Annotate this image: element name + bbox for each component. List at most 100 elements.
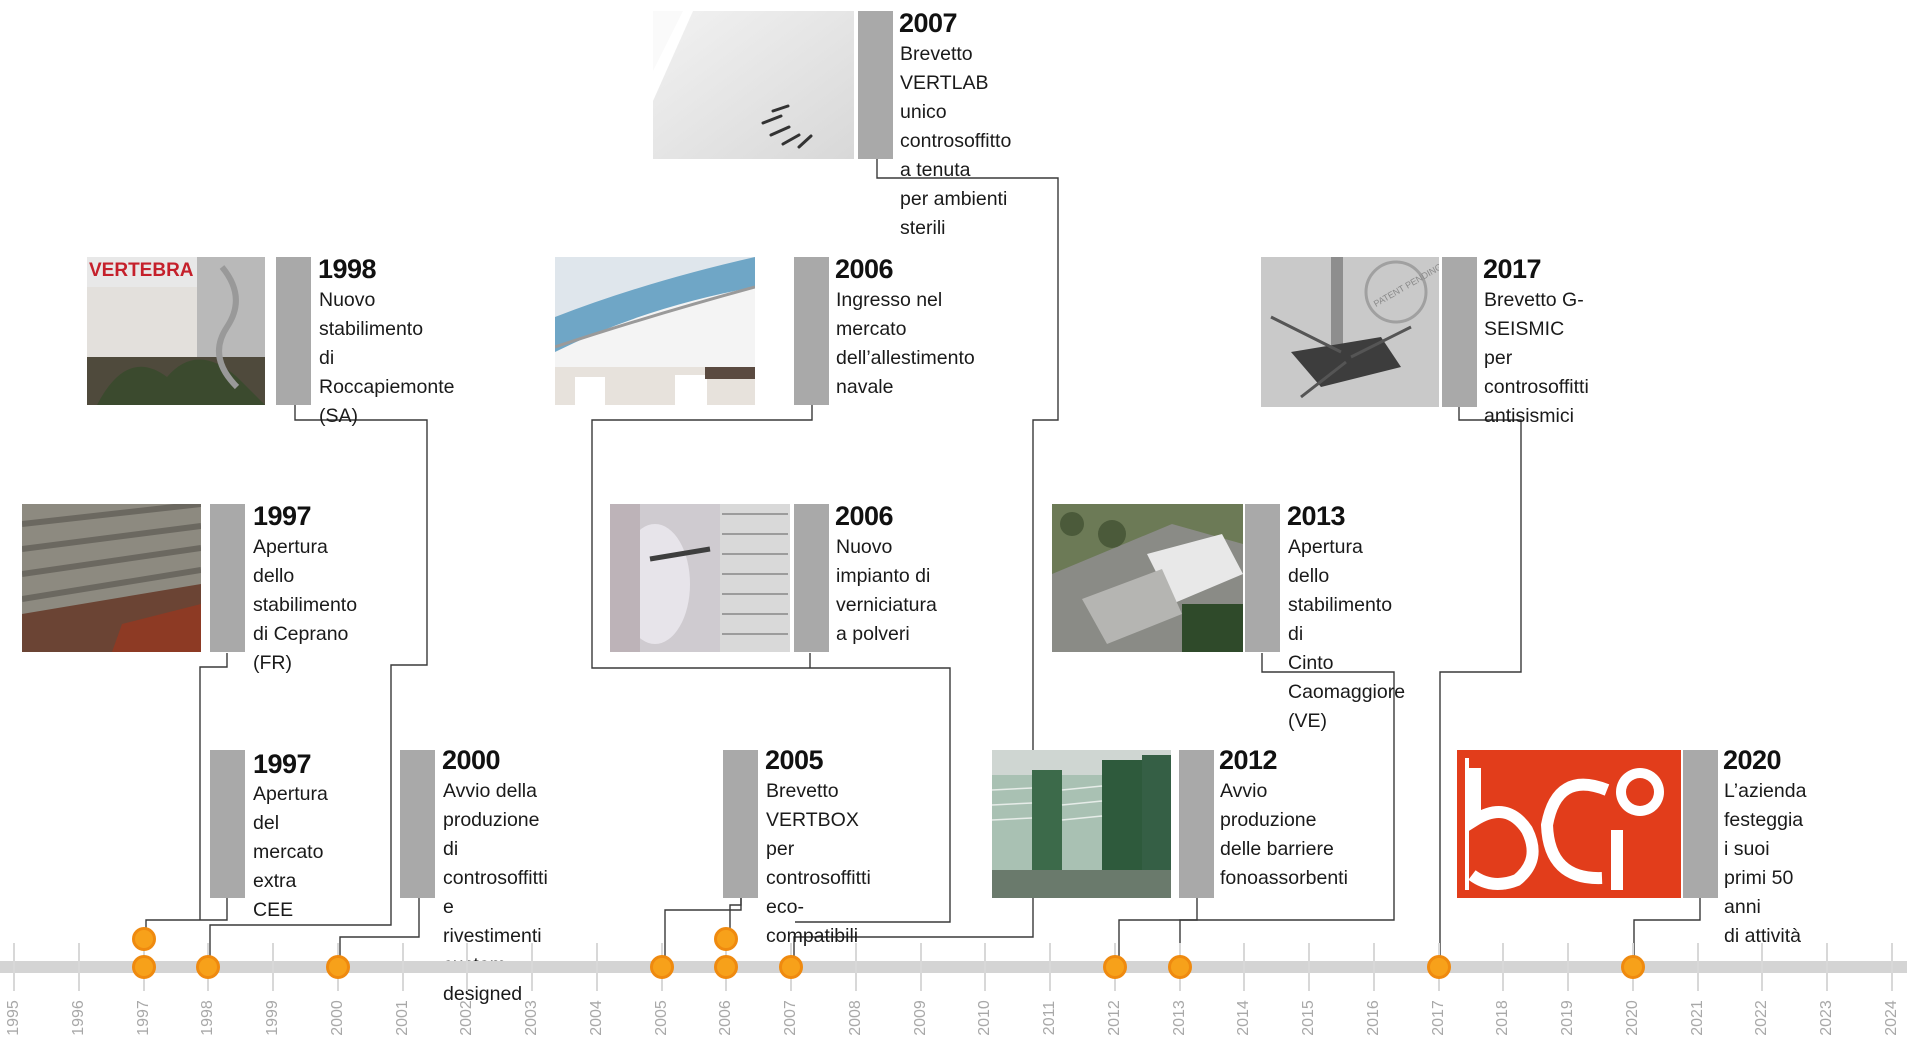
vertebra-building-image: VERTEBRA (87, 257, 265, 405)
axis-tick-2010 (984, 943, 987, 991)
axis-label-2017: 2017 (1429, 1000, 1447, 1036)
year-bar (794, 504, 829, 652)
year-bar (858, 11, 893, 159)
axis-label-2016: 2016 (1364, 1000, 1382, 1036)
axis-label-2004: 2004 (587, 1000, 605, 1036)
cleanroom-ceiling-image (653, 11, 854, 159)
connector-anni50 (1633, 898, 1701, 962)
axis-label-1999: 1999 (264, 1000, 281, 1036)
event-description: Brevetto VERTLAB unico controsoffitto a … (900, 43, 1012, 239)
axis-tick-2024 (1890, 943, 1893, 991)
axis-label-2010: 2010 (976, 1000, 994, 1036)
axis-label-2011: 2011 (1041, 1000, 1058, 1036)
event-year: 2007 (899, 8, 958, 38)
year-bar (400, 750, 435, 898)
event-description: Brevetto G-SEISMIC per controsoffitti an… (1484, 289, 1589, 427)
axis-tick-2021 (1696, 943, 1699, 991)
year-bar (1245, 504, 1280, 652)
axis-label-2005: 2005 (652, 1000, 670, 1036)
connector-roccapiemonte (209, 405, 428, 962)
year-bar (1683, 750, 1718, 898)
axis-label-2007: 2007 (782, 1000, 799, 1036)
year-bar (210, 750, 245, 898)
axis-label-1997: 1997 (134, 1000, 152, 1036)
ship-deck-image (555, 257, 755, 405)
year-bar (1442, 257, 1477, 407)
axis-label-2021: 2021 (1688, 1000, 1706, 1036)
milestone-dot-2006 (714, 955, 739, 979)
year-bar (794, 257, 829, 405)
svg-text:VERTEBRA: VERTEBRA (89, 260, 194, 281)
axis-tick-2009 (919, 943, 922, 991)
axis-tick-2018 (1502, 943, 1505, 991)
axis-label-2019: 2019 (1559, 1000, 1576, 1036)
connector-vertbox-dot (729, 898, 742, 935)
axis-tick-2022 (1761, 943, 1764, 991)
axis-tick-2011 (1049, 943, 1051, 991)
axis-tick-2014 (1243, 943, 1246, 991)
axis-label-1998: 1998 (199, 1000, 217, 1036)
axis-label-1996: 1996 (69, 1000, 87, 1036)
axis-label-2022: 2022 (1753, 1000, 1771, 1036)
event-description: Apertura dello stabilimento di Ceprano (… (253, 536, 358, 674)
axis-label-2002: 2002 (458, 1000, 476, 1036)
milestone-dot-2000 (325, 955, 350, 979)
connector-barriere (1118, 898, 1198, 962)
axis-tick-2001 (401, 943, 404, 991)
year-bar (723, 750, 758, 898)
axis-label-2008: 2008 (846, 1000, 864, 1036)
milestone-dot-2012 (1102, 955, 1127, 979)
connector-vertlab (793, 145, 1059, 962)
event-description: Nuovo stabilimento di Roccapiemonte (SA) (319, 289, 455, 427)
milestone-dot-2017 (1426, 955, 1451, 979)
axis-tick-1995 (13, 943, 15, 991)
connector-ceprano (199, 653, 228, 920)
50-anniversary-logo (1457, 750, 1681, 898)
axis-label-2001: 2001 (393, 1000, 411, 1036)
event-description: Apertura del mercato extra CEE (253, 783, 328, 921)
axis-tick-1996 (77, 943, 80, 991)
connector-navale (591, 405, 951, 923)
connector-gseismic (1439, 405, 1522, 962)
axis-label-2000: 2000 (328, 1000, 346, 1036)
axis-label-2013: 2013 (1170, 1000, 1188, 1036)
event-description: Avvio produzione delle barriere fonoasso… (1220, 780, 1348, 889)
axis-label-2014: 2014 (1235, 1000, 1253, 1036)
connector-cinto (1179, 653, 1395, 962)
event-year: 2013 (1287, 501, 1346, 531)
axis-label-2020: 2020 (1623, 1000, 1641, 1036)
event-year: 1997 (253, 501, 312, 531)
event-description: L’azienda festeggia i suoi primi 50 anni… (1724, 780, 1807, 947)
event-year: 1997 (253, 749, 312, 779)
event-description: Nuovo impianto di verniciatura a polveri (836, 536, 937, 645)
milestone-dot-2020 (1620, 955, 1645, 979)
seismic-bracket-image: PATENT PENDING (1261, 257, 1439, 407)
axis-tick-2008 (854, 943, 857, 991)
aerial-plant-image (1052, 504, 1243, 652)
noise-barrier-image (992, 750, 1171, 898)
axis-label-2023: 2023 (1818, 1000, 1835, 1036)
event-year: 2020 (1723, 745, 1782, 775)
axis-tick-2023 (1826, 943, 1828, 991)
axis-tick-2003 (531, 943, 533, 991)
factory-aerial-image (22, 504, 201, 652)
axis-label-2003: 2003 (523, 1000, 540, 1036)
connector-extracee (145, 898, 228, 940)
year-bar (1179, 750, 1214, 898)
axis-label-1995: 1995 (5, 1000, 22, 1036)
powder-coating-image (610, 504, 790, 652)
event-year: 2017 (1483, 254, 1542, 284)
event-year: 2012 (1219, 745, 1278, 775)
year-bar (210, 504, 245, 652)
event-year: 2000 (442, 745, 501, 775)
event-year: 1998 (318, 254, 377, 284)
connector-custom (339, 898, 420, 962)
axis-tick-2004 (595, 943, 598, 991)
axis-label-2015: 2015 (1300, 1000, 1317, 1036)
milestone-dot-2013 (1167, 955, 1192, 979)
axis-label-2024: 2024 (1882, 1000, 1900, 1036)
year-bar (276, 257, 311, 405)
axis-label-2009: 2009 (911, 1000, 929, 1036)
